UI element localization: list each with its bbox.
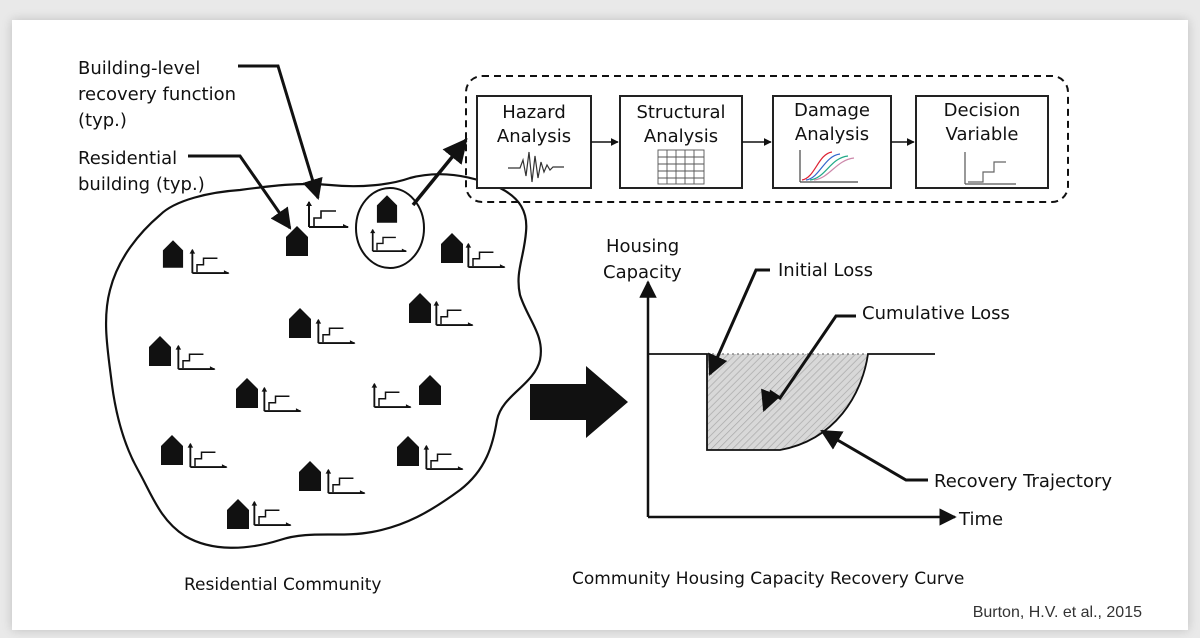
curve-caption: Community Housing Capacity Recovery Curv… [572, 569, 964, 589]
recovery-function-icon [422, 444, 465, 470]
house-icon [286, 226, 308, 256]
house-icon [299, 461, 321, 491]
house-icon [289, 308, 311, 338]
svg-text:Analysis: Analysis [795, 124, 869, 145]
expand-arrow [411, 138, 468, 207]
building-recovery-label-1: Building-level [78, 58, 200, 79]
y-axis-label-1: Housing [606, 236, 679, 257]
residential-building-label-2: building (typ.) [78, 174, 205, 195]
svg-text:Damage: Damage [794, 100, 870, 121]
house-icon [397, 436, 419, 466]
citation: Burton, H.V. et al., 2015 [972, 604, 1142, 621]
svg-text:Structural: Structural [636, 102, 725, 123]
svg-text:Analysis: Analysis [644, 126, 718, 147]
svg-text:Decision: Decision [944, 100, 1021, 121]
house-icon [409, 293, 431, 323]
recovery-function-icon [432, 300, 475, 326]
community-boundary [104, 173, 542, 549]
frame-model-icon [657, 149, 705, 185]
recovery-function-icon [260, 386, 303, 412]
recovery-curve-chart [639, 280, 957, 526]
recovery-function-icon [464, 242, 507, 268]
pipeline-step-decision: Decision Variable [915, 95, 1049, 189]
building-recovery-label-3: (typ.) [78, 110, 127, 131]
building-recovery-label-2: recovery function [78, 84, 236, 105]
recovery-function-icon [370, 382, 413, 408]
pipeline-step-hazard: Hazard Analysis [476, 95, 592, 189]
y-axis-label-2: Capacity [603, 262, 682, 283]
seismogram-icon [508, 151, 564, 183]
pipeline-step-damage: Damage Analysis [772, 95, 892, 189]
recovery-function-icon [314, 318, 357, 344]
house-icon [161, 435, 183, 465]
capacity-curve [648, 353, 935, 451]
house-icon [376, 195, 398, 223]
cumulative-loss-area [707, 354, 868, 450]
cumulative-loss-pointer [761, 314, 856, 412]
house-icon [162, 240, 184, 268]
x-axis-label: Time [958, 509, 1003, 530]
recovery-trajectory-label: Recovery Trajectory [934, 471, 1112, 492]
callout-recovery-line [238, 64, 323, 201]
community-caption: Residential Community [184, 575, 381, 595]
highlight-circle [355, 187, 425, 269]
pipeline-frame [465, 75, 1069, 203]
fragility-curves-icon [799, 150, 858, 183]
step-function-icon [964, 152, 1016, 185]
pipeline-step-structural: Structural Analysis [619, 95, 743, 189]
svg-text:Analysis: Analysis [497, 126, 571, 147]
house-icon [236, 378, 258, 408]
initial-loss-label: Initial Loss [778, 260, 873, 281]
house-icon [441, 233, 463, 263]
recovery-trajectory-pointer [820, 429, 928, 482]
recovery-function-icon [369, 228, 408, 252]
house-icon [149, 336, 171, 366]
house-icon [227, 499, 249, 529]
residential-building-label-1: Residential [78, 148, 177, 169]
recovery-function-icon [188, 248, 231, 274]
initial-loss-pointer [708, 268, 770, 376]
recovery-function-icon [186, 442, 229, 468]
recovery-function-icon [324, 468, 367, 494]
recovery-function-icon [306, 200, 350, 228]
callout-building-line [188, 154, 292, 230]
house-icon [419, 375, 441, 405]
recovery-function-icon [250, 500, 293, 526]
svg-text:Variable: Variable [946, 124, 1019, 145]
recovery-function-icon [174, 344, 217, 370]
cumulative-loss-label: Cumulative Loss [862, 303, 1010, 324]
svg-text:Hazard: Hazard [502, 102, 566, 123]
big-arrow-icon [530, 366, 628, 438]
